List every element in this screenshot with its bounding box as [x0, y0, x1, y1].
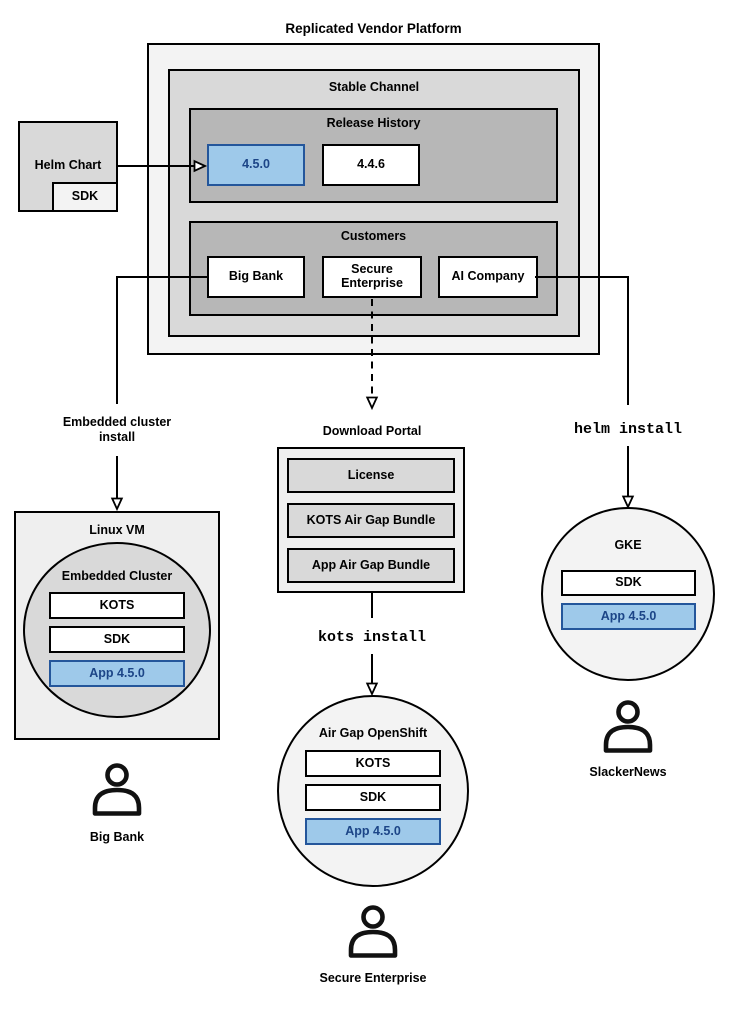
kots-install-label: kots install — [317, 629, 427, 646]
big-bank-user-label: Big Bank — [89, 830, 145, 844]
slackernews-user-label: SlackerNews — [589, 765, 667, 779]
openshift-sdk-box: SDK — [305, 784, 441, 811]
embedded-cluster-title: Embedded Cluster — [61, 569, 173, 583]
arrowhead-down-icon — [110, 497, 124, 512]
app-air-gap-bundle-box: App Air Gap Bundle — [287, 548, 455, 583]
gke-sdk-box: SDK — [561, 570, 696, 596]
openshift-kots-box: KOTS — [305, 750, 441, 777]
gke-app-box: App 4.5.0 — [561, 603, 696, 630]
customers-title: Customers — [340, 229, 407, 243]
arrowhead-down-icon — [365, 396, 379, 411]
arrowhead-down-icon — [365, 682, 379, 697]
arrowhead-down-icon — [621, 495, 635, 510]
customer-secure-enterprise: Secure Enterprise — [322, 256, 422, 298]
user-icon — [348, 905, 398, 958]
diagram-title: Replicated Vendor Platform — [285, 21, 462, 36]
openshift-app-box: App 4.5.0 — [305, 818, 441, 845]
helm-install-label: helm install — [573, 421, 683, 438]
customer-big-bank: Big Bank — [207, 256, 305, 298]
embedded-cluster-install-label: Embedded cluster install — [62, 415, 172, 444]
user-icon — [92, 763, 142, 816]
linux-vm-sdk-box: SDK — [49, 626, 185, 653]
release-4-4-6: 4.4.6 — [322, 144, 420, 186]
stable-channel-title: Stable Channel — [328, 80, 420, 94]
linux-vm-kots-box: KOTS — [49, 592, 185, 619]
secure-enterprise-user-label: Secure Enterprise — [319, 971, 427, 985]
helm-chart-sdk-box: SDK — [52, 182, 118, 212]
user-icon — [603, 700, 653, 753]
linux-vm-title: Linux VM — [89, 523, 145, 537]
license-box: License — [287, 458, 455, 493]
download-portal-title: Download Portal — [322, 424, 422, 438]
air-gap-openshift-title: Air Gap OpenShift — [318, 726, 428, 740]
gke-title: GKE — [614, 538, 642, 552]
helm-chart-label: Helm Chart — [34, 158, 102, 172]
customer-ai-company: AI Company — [438, 256, 538, 298]
release-history-title: Release History — [326, 116, 421, 130]
release-4-5-0: 4.5.0 — [207, 144, 305, 186]
linux-vm-app-box: App 4.5.0 — [49, 660, 185, 687]
kots-air-gap-bundle-box: KOTS Air Gap Bundle — [287, 503, 455, 538]
